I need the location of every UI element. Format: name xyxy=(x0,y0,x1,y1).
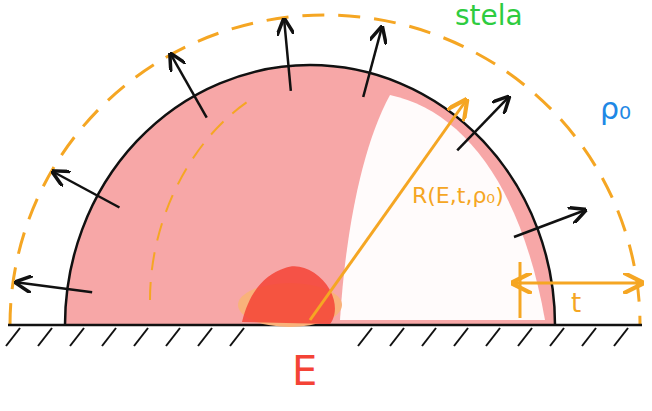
highlight xyxy=(340,95,545,320)
expansion-arrow xyxy=(172,56,207,118)
hatch-mark xyxy=(102,328,116,346)
explosion-core xyxy=(242,266,335,324)
energy-label: E xyxy=(292,348,317,394)
expansion-arrow xyxy=(457,98,507,150)
shock-front xyxy=(10,15,640,325)
hatch-mark xyxy=(166,328,180,346)
hatch-mark xyxy=(230,328,244,346)
hatch-mark xyxy=(454,328,468,346)
expansion-arrow xyxy=(55,173,120,208)
thickness-tick xyxy=(519,262,522,318)
hatch-mark xyxy=(134,328,148,346)
hatch-mark xyxy=(70,328,84,346)
hatch-mark xyxy=(518,328,532,346)
radius-arrow xyxy=(310,102,465,320)
hatch-mark xyxy=(582,328,596,346)
inner-dash xyxy=(150,100,250,300)
radius-label: R(E,t,ρ₀) xyxy=(412,183,504,208)
hatch-mark xyxy=(38,328,52,346)
hatch-mark xyxy=(550,328,564,346)
expansion-arrow xyxy=(18,283,92,293)
hatch-mark xyxy=(198,328,212,346)
expansion-arrow xyxy=(284,21,291,91)
expansion-arrows xyxy=(18,21,584,292)
ground-hatching xyxy=(6,328,628,346)
ground-line xyxy=(8,324,642,327)
hatch-mark xyxy=(614,328,628,346)
thickness-label: t xyxy=(571,289,581,319)
hatch-mark xyxy=(6,328,20,346)
hemisphere-outline xyxy=(65,65,555,325)
expansion-arrow xyxy=(514,211,584,237)
density-label: ρ₀ xyxy=(600,92,631,127)
thickness-arrow xyxy=(515,282,640,285)
hemisphere-fill xyxy=(65,65,555,325)
hatch-mark xyxy=(422,328,436,346)
hatch-mark xyxy=(486,328,500,346)
hatch-mark xyxy=(358,328,372,346)
medium-label: stela xyxy=(455,0,523,32)
hatch-mark xyxy=(390,328,404,346)
expansion-arrow xyxy=(363,29,381,97)
